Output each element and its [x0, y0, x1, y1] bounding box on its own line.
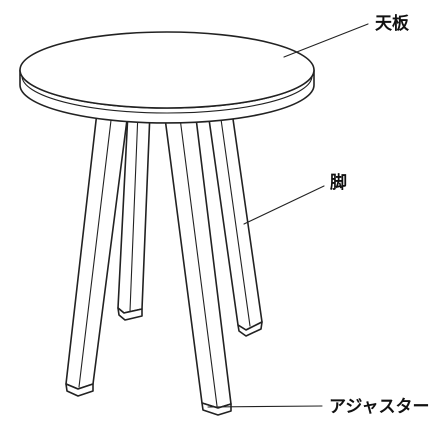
leader-line-leg [243, 185, 325, 225]
label-leg: 脚 [330, 173, 347, 193]
leg-back-left [117, 111, 151, 321]
leader-line-adjuster [207, 405, 323, 408]
tabletop [19, 31, 315, 124]
leg-front-left [65, 111, 129, 397]
label-adjuster: アジャスター [329, 397, 430, 417]
leader-line-tabletop [283, 23, 369, 58]
label-tabletop: 天板 [375, 14, 409, 34]
